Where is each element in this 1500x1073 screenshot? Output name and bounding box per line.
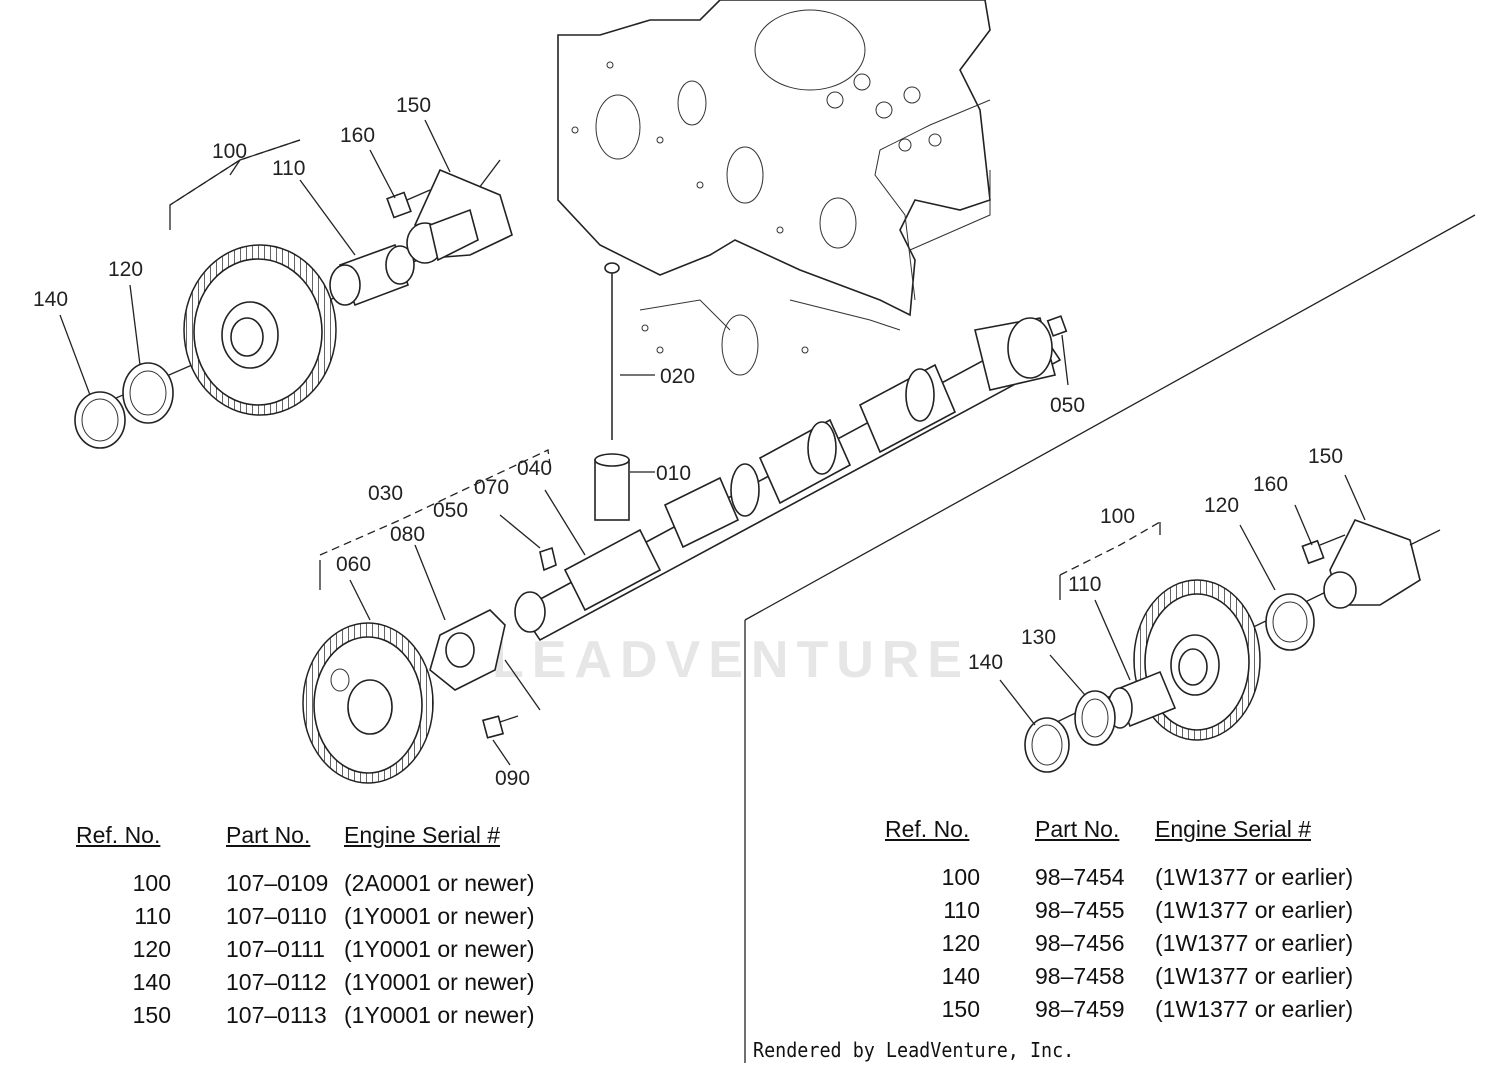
table-row: 140 107–0112 (1Y0001 or newer) [76, 966, 535, 999]
callout-120: 120 [108, 258, 143, 281]
table-row: 100 98–7454 (1W1377 or earlier) [885, 861, 1354, 894]
callout-right-120: 120 [1204, 494, 1239, 517]
table-row: 110 107–0110 (1Y0001 or newer) [76, 900, 535, 933]
ref-no: 110 [943, 897, 980, 923]
ref-no: 150 [941, 996, 980, 1022]
callout-150: 150 [396, 94, 431, 117]
part-no: 98–7459 [1035, 996, 1125, 1022]
callout-040: 040 [517, 457, 552, 480]
header-ref-no: Ref. No. [76, 822, 161, 848]
part-no: 107–0113 [226, 1002, 327, 1028]
callout-right-110: 110 [1068, 573, 1101, 596]
callout-100: 100 [212, 140, 247, 163]
part-no: 107–0112 [226, 969, 327, 995]
table-row: 150 98–7459 (1W1377 or earlier) [885, 993, 1354, 1026]
table-row: 150 107–0113 (1Y0001 or newer) [76, 999, 535, 1032]
table-row: 100 107–0109 (2A0001 or newer) [76, 867, 535, 900]
part-no: 107–0111 [226, 936, 325, 962]
section-divider-diagonal [744, 214, 1476, 621]
callout-030: 030 [368, 482, 403, 505]
ref-no: 150 [132, 1002, 171, 1028]
engine-serial: (1W1377 or earlier) [1155, 897, 1354, 923]
part-no: 98–7455 [1035, 897, 1125, 923]
callout-right-140: 140 [968, 651, 1003, 674]
leadventure-watermark: LEADVENTURE [492, 631, 971, 689]
table-row: 110 98–7455 (1W1377 or earlier) [885, 894, 1353, 927]
callout-070: 070 [474, 476, 509, 499]
part-no: 107–0109 [226, 870, 329, 896]
callout-080: 080 [390, 523, 425, 546]
ref-no: 140 [132, 969, 171, 995]
engine-serial: (1Y0001 or newer) [344, 1002, 535, 1028]
parts-table-left: Ref. No. Part No. Engine Serial # 100 10… [76, 822, 535, 1032]
header-ref-no: Ref. No. [885, 816, 970, 842]
table-row: 120 98–7456 (1W1377 or earlier) [885, 927, 1354, 960]
table-row: 140 98–7458 (1W1377 or earlier) [885, 960, 1354, 993]
callout-right-100: 100 [1100, 505, 1135, 528]
engine-serial: (2A0001 or newer) [344, 870, 535, 896]
callout-right-130: 130 [1021, 626, 1056, 649]
callout-010: 010 [656, 462, 691, 485]
ref-no: 100 [941, 864, 980, 890]
engine-serial: (1W1377 or earlier) [1155, 864, 1354, 890]
callout-160: 160 [340, 124, 375, 147]
idler-gear-assembly-right [999, 474, 1441, 773]
ref-no: 140 [941, 963, 980, 989]
engine-block [557, 0, 991, 376]
header-engine-serial: Engine Serial # [1155, 816, 1311, 842]
callout-110: 110 [272, 157, 305, 180]
callout-050: 050 [433, 499, 468, 522]
camshaft [499, 262, 1069, 642]
callout-050-bolt: 050 [1050, 394, 1085, 417]
ref-no: 100 [132, 870, 171, 896]
engine-serial: (1Y0001 or newer) [344, 969, 535, 995]
ref-no: 110 [134, 903, 171, 929]
callout-090: 090 [495, 767, 530, 790]
callout-060: 060 [336, 553, 371, 576]
cam-gear-assembly [302, 449, 551, 784]
callout-020: 020 [660, 365, 695, 388]
idler-gear-assembly-left [59, 119, 513, 449]
engine-serial: (1W1377 or earlier) [1155, 996, 1354, 1022]
header-part-no: Part No. [226, 822, 311, 848]
ref-no: 120 [941, 930, 980, 956]
header-engine-serial: Engine Serial # [344, 822, 500, 848]
part-no: 98–7454 [1035, 864, 1125, 890]
engine-serial: (1W1377 or earlier) [1155, 930, 1354, 956]
table-row: 120 107–0111 (1Y0001 or newer) [76, 933, 535, 966]
engine-serial: (1Y0001 or newer) [344, 903, 535, 929]
engine-serial: (1Y0001 or newer) [344, 936, 535, 962]
callout-right-160: 160 [1253, 473, 1288, 496]
part-no: 107–0110 [226, 903, 327, 929]
callout-140: 140 [33, 288, 68, 311]
callout-right-150: 150 [1308, 445, 1343, 468]
engine-serial: (1W1377 or earlier) [1155, 963, 1354, 989]
render-credit: Rendered by LeadVenture, Inc. [753, 1038, 1075, 1062]
part-no: 98–7458 [1035, 963, 1125, 989]
header-part-no: Part No. [1035, 816, 1120, 842]
parts-table-right: Ref. No. Part No. Engine Serial # 100 98… [885, 816, 1353, 1026]
ref-no: 120 [132, 936, 171, 962]
part-no: 98–7456 [1035, 930, 1125, 956]
